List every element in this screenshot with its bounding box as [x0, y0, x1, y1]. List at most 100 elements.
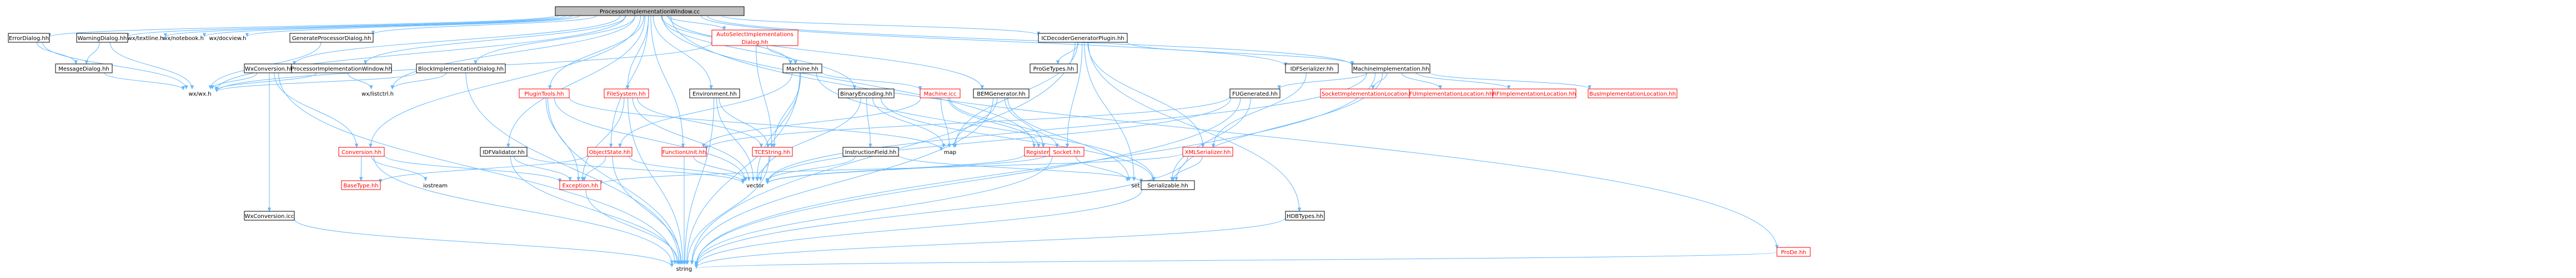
node-registerfile-label: RegisterFile.hh: [1026, 150, 1067, 156]
node-fuimplloc[interactable]: FUImplementationLocation.hh: [1409, 88, 1493, 98]
node-messagedialog-label: MessageDialog.hh: [58, 66, 109, 72]
edge-machineimpl-to-fuimplloc: [1401, 72, 1440, 89]
edge-root-to-genproc: [373, 15, 597, 34]
edge-root-to-prode: [670, 15, 1777, 249]
edge-blockimpl-to-wxlistctrl: [393, 72, 446, 89]
node-idfvalidator[interactable]: IDFValidator.hh: [480, 147, 528, 157]
edge-plugintools-to-exception: [545, 97, 579, 181]
node-plugintools-label: PluginTools.hh: [524, 91, 564, 97]
node-socketimplloc[interactable]: SocketImplementationLocation.hh: [1320, 88, 1418, 98]
node-machine-box: [782, 63, 822, 73]
node-root[interactable]: ProcessorImplementationWindow.cc: [555, 6, 745, 16]
node-prode[interactable]: ProDe.hh: [1776, 247, 1811, 257]
node-instructionfield[interactable]: InstructionField.hh: [842, 147, 899, 157]
node-xmlserializer-box: [1182, 147, 1233, 157]
node-idfserializer-label: IDFSerializer.hh: [1290, 66, 1334, 72]
node-wxtextline: wx/textline.h: [128, 36, 164, 42]
edge-layer: [36, 14, 1777, 268]
node-blockimpl[interactable]: BlockImplementationDialog.hh: [416, 63, 506, 73]
edge-root-to-errordialog: [49, 14, 556, 37]
edge-icdecoder-to-progetypes: [1058, 42, 1079, 64]
node-basetype-box: [341, 180, 381, 190]
node-environment[interactable]: Environment.hh: [689, 88, 740, 98]
edge-tcestring-to-string: [687, 156, 770, 264]
node-map-label: map: [944, 150, 956, 156]
node-functionunit-label: FunctionUnit.hh: [662, 150, 706, 156]
node-hdbtypes[interactable]: HDBTypes.hh: [1285, 211, 1325, 221]
node-wxconversionicc[interactable]: WxConversion.icc: [244, 211, 295, 221]
edge-icdecoder-to-set: [1084, 42, 1134, 181]
edge-objectstate-to-exception: [584, 156, 606, 181]
node-objectstate[interactable]: ObjectState.hh: [587, 147, 632, 157]
edge-filesystem-to-string: [627, 97, 683, 264]
node-prode-label: ProDe.hh: [1781, 250, 1806, 256]
node-functionunit[interactable]: FunctionUnit.hh: [661, 147, 707, 157]
edge-serializable-to-string: [696, 189, 1143, 266]
node-set-label: set: [1131, 183, 1139, 189]
node-xmlserializer[interactable]: XMLSerializer.hh: [1182, 147, 1233, 157]
node-hdbtypes-label: HDBTypes.hh: [1287, 214, 1323, 220]
node-map: map: [944, 150, 956, 156]
node-procimplwin-box: [291, 63, 392, 73]
node-warningdialog-box: [76, 33, 128, 43]
edge-hdbtypes-to-string: [696, 217, 1286, 267]
node-machineimpl[interactable]: MachineImplementation.hh: [1352, 63, 1430, 73]
node-binaryencoding[interactable]: BinaryEncoding.hh: [838, 88, 895, 98]
node-errordialog[interactable]: ErrorDialog.hh: [8, 33, 50, 43]
node-idfvalidator-label: IDFValidator.hh: [483, 150, 525, 156]
node-conversion-box: [338, 147, 385, 157]
edge-root-to-wxnotebook: [204, 15, 573, 37]
node-binaryencoding-box: [838, 88, 895, 98]
node-basetype-label: BaseType.hh: [343, 183, 378, 189]
node-icdecoder[interactable]: ICDecoderGeneratorPlugin.hh: [1038, 33, 1128, 43]
node-tcestring[interactable]: TCEString.hh: [752, 147, 793, 157]
node-bemgenerator-label: BEMGenerator.hh: [977, 91, 1026, 97]
edge-root-to-idfserializer: [701, 15, 1286, 66]
node-wxconversion-label: WxConversion.hh: [245, 66, 294, 72]
node-rfimplloc-box: [1492, 88, 1576, 98]
edge-root-to-environment: [652, 15, 711, 89]
node-rfimplloc[interactable]: RFImplementationLocation.hh: [1492, 88, 1576, 98]
node-serializable[interactable]: Serializable.hh: [1141, 180, 1195, 190]
edge-warningdialog-to-wxwx: [109, 42, 192, 89]
node-warningdialog[interactable]: WarningDialog.hh: [76, 33, 128, 43]
node-genproc-box: [289, 33, 374, 43]
node-wxwx-label: wx/wx.h: [188, 91, 211, 97]
node-messagedialog[interactable]: MessageDialog.hh: [55, 63, 113, 73]
edge-procimplwin-to-wxlistctrl: [348, 72, 371, 89]
node-bemgenerator[interactable]: BEMGenerator.hh: [973, 88, 1030, 98]
node-socket-box: [1049, 147, 1084, 157]
node-socket[interactable]: Socket.hh: [1049, 147, 1084, 157]
edge-idfserializer-to-xmlserializer: [1213, 72, 1307, 147]
node-filesystem[interactable]: FileSystem.hh: [604, 88, 649, 98]
edge-warningdialog-to-messagedialog: [87, 42, 100, 64]
node-wxwx: wx/wx.h: [188, 91, 211, 97]
edge-idfvalidator-to-string: [510, 156, 677, 264]
node-icdecoder-box: [1038, 33, 1128, 43]
edge-machine-to-objectstate: [620, 72, 792, 147]
node-wxconversion[interactable]: WxConversion.hh: [244, 63, 295, 73]
node-socket-label: Socket.hh: [1053, 150, 1080, 156]
node-progetypes[interactable]: ProGeTypes.hh: [1030, 63, 1078, 73]
node-basetype[interactable]: BaseType.hh: [341, 180, 381, 190]
node-procimplwin[interactable]: ProcessorImplementationWindow.hh: [291, 63, 392, 73]
node-exception[interactable]: Exception.hh: [559, 180, 601, 190]
edge-conversion-to-string: [373, 156, 672, 264]
node-fugenerated[interactable]: FUGenerated.hh: [1229, 88, 1281, 98]
node-busimplloc[interactable]: BusImplementationLocation.hh: [1588, 88, 1678, 98]
node-conversion[interactable]: Conversion.hh: [338, 147, 385, 157]
edge-machineimpl-to-fugenerated: [1279, 72, 1367, 89]
node-idfserializer[interactable]: IDFSerializer.hh: [1285, 63, 1339, 73]
edge-machine-to-tcestring: [774, 72, 801, 147]
node-plugintools[interactable]: PluginTools.hh: [519, 88, 570, 98]
node-machine[interactable]: Machine.hh: [782, 63, 822, 73]
edge-root-to-machineimpl: [707, 15, 1352, 66]
node-genproc[interactable]: GenerateProcessorDialog.hh: [289, 33, 374, 43]
node-machineicc[interactable]: Machine.icc: [920, 88, 961, 98]
edge-environment-to-tcestring: [719, 97, 768, 147]
edge-root-to-wxlistctrl: [392, 15, 636, 89]
node-blockimpl-label: BlockImplementationDialog.hh: [418, 66, 504, 72]
node-filesystem-label: FileSystem.hh: [607, 91, 646, 97]
edge-instructionfield-to-serializable: [898, 155, 1141, 182]
